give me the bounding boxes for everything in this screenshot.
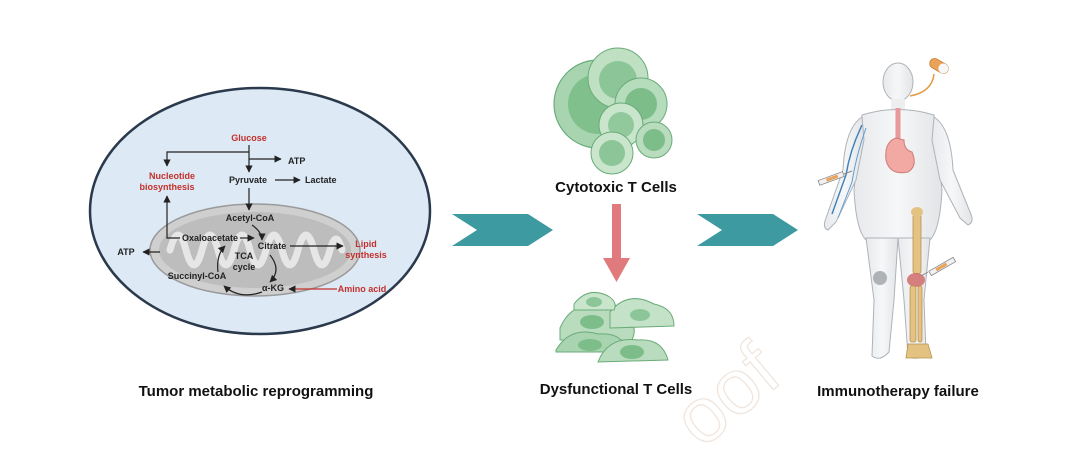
mitochondrion-icon bbox=[149, 203, 361, 297]
succinyl-coa-label: Succinyl-CoA bbox=[168, 271, 227, 281]
citrate-label: Citrate bbox=[258, 241, 287, 251]
pathway-arrows bbox=[142, 145, 344, 296]
nucleotide-label-line1: Nucleotide bbox=[149, 171, 195, 181]
tumor-cell-panel: Glucose ATP Pyruvate Lactate Nucleotide … bbox=[88, 86, 432, 400]
atp-top-label: ATP bbox=[288, 156, 305, 166]
dysfunctional-t-cells-icon bbox=[555, 291, 675, 363]
atp-left-label: ATP bbox=[117, 247, 134, 257]
lipid-label-line1: Lipid bbox=[355, 239, 377, 249]
amino-acid-label: Amino acid bbox=[338, 284, 387, 294]
chevron-arrow-2 bbox=[697, 214, 798, 246]
akg-label: α-KG bbox=[262, 283, 284, 293]
skeleton-leg-icon bbox=[905, 207, 933, 359]
transition-down-arrow bbox=[603, 204, 630, 282]
human-body-icon bbox=[823, 62, 973, 359]
acetyl-coa-label: Acetyl-CoA bbox=[226, 213, 275, 223]
lipid-label-line2: synthesis bbox=[345, 250, 387, 260]
pyruvate-label: Pyruvate bbox=[229, 175, 267, 185]
stomach-icon bbox=[885, 137, 915, 174]
caption-immunotherapy-failure: Immunotherapy failure bbox=[817, 383, 979, 400]
nucleotide-label-line2: biosynthesis bbox=[139, 182, 194, 192]
cytotoxic-t-cells-icon bbox=[553, 47, 673, 175]
pill-icon bbox=[909, 58, 949, 97]
tca-label-line1: TCA bbox=[235, 251, 254, 261]
glucose-label: Glucose bbox=[231, 133, 267, 143]
caption-tumor-metabolic-reprogramming: Tumor metabolic reprogramming bbox=[139, 383, 374, 400]
chevron-arrow-1 bbox=[452, 214, 553, 246]
tca-label-line2: cycle bbox=[233, 262, 256, 272]
caption-cytotoxic-t-cells: Cytotoxic T Cells bbox=[555, 179, 677, 196]
syringe-icon bbox=[920, 256, 957, 277]
oxaloacetate-label: Oxaloacetate bbox=[182, 233, 238, 243]
caption-dysfunctional-t-cells: Dysfunctional T Cells bbox=[540, 381, 693, 398]
lactate-label: Lactate bbox=[305, 175, 337, 185]
syringe-icon bbox=[817, 170, 853, 186]
